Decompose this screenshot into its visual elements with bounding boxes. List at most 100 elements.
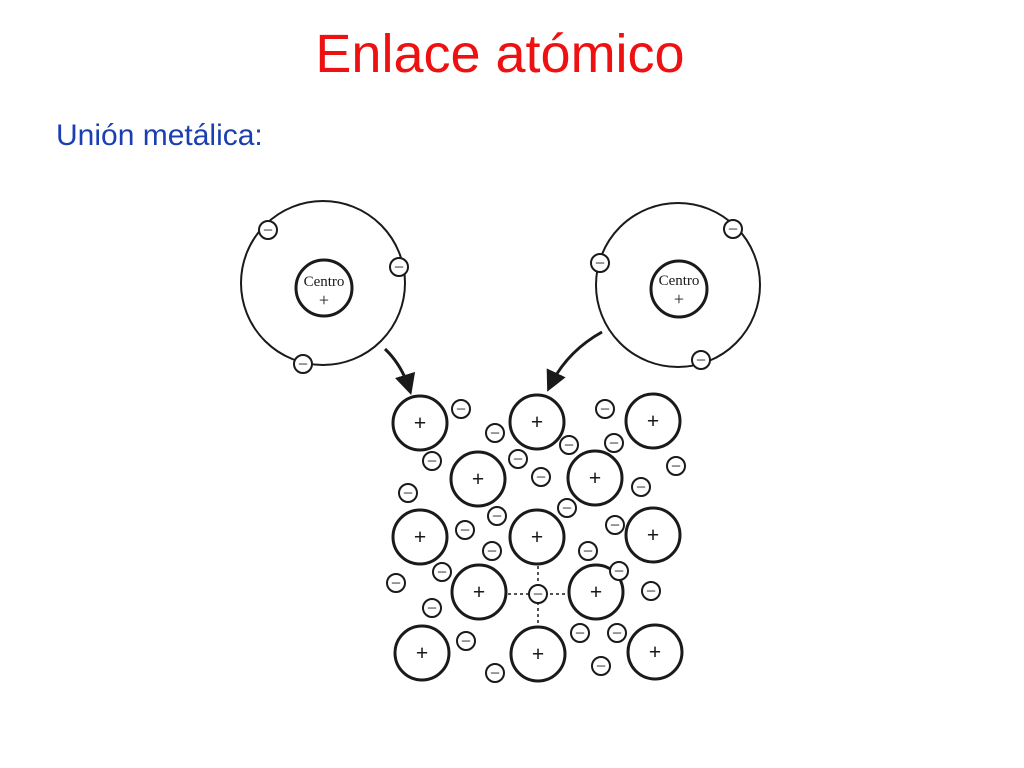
ion-sign: +	[590, 579, 603, 604]
metal-lattice: + + + + + + + + + + + + + − − − − − − − …	[386, 392, 686, 683]
electron: −	[570, 623, 590, 643]
electron-sign: −	[583, 541, 593, 561]
ion-sign: +	[647, 408, 660, 433]
electron: −	[455, 520, 475, 540]
electron-sign: −	[513, 449, 523, 469]
electron-sign: −	[394, 257, 404, 277]
electron-sign: −	[610, 515, 620, 535]
positive-ion: +	[626, 623, 684, 681]
electron-sign: −	[564, 435, 574, 455]
atom-left-core	[294, 258, 354, 318]
electron-sign: −	[487, 541, 497, 561]
electron-sign: −	[636, 477, 646, 497]
electron-sign: −	[614, 561, 624, 581]
electron: −	[482, 541, 502, 561]
electron: −	[386, 573, 406, 593]
electron: −	[590, 253, 610, 273]
electron-sign: −	[427, 598, 437, 618]
electron: −	[666, 456, 686, 476]
electron: −	[422, 598, 442, 618]
arrow-right	[546, 330, 603, 392]
electron: −	[456, 631, 476, 651]
electron: −	[609, 561, 629, 581]
positive-ion: +	[450, 563, 508, 621]
electron: −	[293, 354, 313, 374]
positive-ion: +	[566, 449, 624, 507]
electron: −	[595, 399, 615, 419]
electron: −	[485, 663, 505, 683]
atom-right: Centro + − − −	[590, 202, 761, 370]
electron-sign: −	[728, 219, 738, 239]
electron: −	[641, 581, 661, 601]
electron: −	[528, 584, 548, 604]
positive-ion: +	[509, 625, 567, 683]
electron: −	[607, 623, 627, 643]
electron: −	[451, 399, 471, 419]
electron: −	[398, 483, 418, 503]
ion-sign: +	[472, 466, 485, 491]
electron-sign: −	[575, 623, 585, 643]
positive-ion: +	[391, 508, 449, 566]
electron-sign: −	[490, 663, 500, 683]
atom-right-orbit	[595, 202, 761, 368]
electron-sign: −	[427, 451, 437, 471]
atom-right-core-sign: +	[674, 289, 684, 309]
electron-sign: −	[596, 656, 606, 676]
positive-ion: +	[567, 563, 625, 621]
electron-sign: −	[456, 399, 466, 419]
electron-sign: −	[536, 467, 546, 487]
electron: −	[578, 541, 598, 561]
atom-left-orbit	[240, 200, 406, 366]
electron-sign: −	[671, 456, 681, 476]
ion-sign: +	[414, 410, 427, 435]
electron: −	[487, 506, 507, 526]
electron: −	[389, 257, 409, 277]
electron: −	[605, 515, 625, 535]
ion-sign: +	[532, 641, 545, 666]
electron-sign: −	[460, 520, 470, 540]
electron: −	[508, 449, 528, 469]
positive-ion: +	[508, 393, 566, 451]
electron: −	[691, 350, 711, 370]
electron: −	[559, 435, 579, 455]
arrow-left	[383, 347, 416, 396]
ion-sign: +	[647, 522, 660, 547]
electron: −	[422, 451, 442, 471]
electron-sign: −	[298, 354, 308, 374]
ion-sign: +	[589, 465, 602, 490]
ion-sign: +	[414, 524, 427, 549]
ion-sign: +	[473, 579, 486, 604]
electron: −	[723, 219, 743, 239]
ion-sign: +	[416, 640, 429, 665]
electron-sign: −	[492, 506, 502, 526]
electron: −	[485, 423, 505, 443]
electron-sign: −	[562, 498, 572, 518]
positive-ion: +	[624, 392, 682, 450]
positive-ion: +	[624, 506, 682, 564]
electron-sign: −	[609, 433, 619, 453]
electron: −	[531, 467, 551, 487]
atom-left-core-sign: +	[319, 290, 329, 310]
electron-sign: −	[461, 631, 471, 651]
positive-ion: +	[449, 450, 507, 508]
positive-ion: +	[393, 624, 451, 682]
electron: −	[631, 477, 651, 497]
ion-sign: +	[649, 639, 662, 664]
electron-sign: −	[391, 573, 401, 593]
electron-sign: −	[263, 220, 273, 240]
atom-left: Centro + − − −	[240, 200, 409, 374]
positive-ion: +	[391, 394, 449, 452]
electron: −	[604, 433, 624, 453]
atom-left-core-label: Centro	[304, 274, 345, 290]
electron: −	[258, 220, 278, 240]
electron: −	[432, 562, 452, 582]
ion-sign: +	[531, 524, 544, 549]
atom-right-core	[649, 259, 709, 319]
electron-sign: −	[595, 253, 605, 273]
electron-sign: −	[403, 483, 413, 503]
electron-sign: −	[490, 423, 500, 443]
electron-sign: −	[600, 399, 610, 419]
slide-title: Enlace atómico	[315, 24, 685, 84]
electron-sign: −	[646, 581, 656, 601]
